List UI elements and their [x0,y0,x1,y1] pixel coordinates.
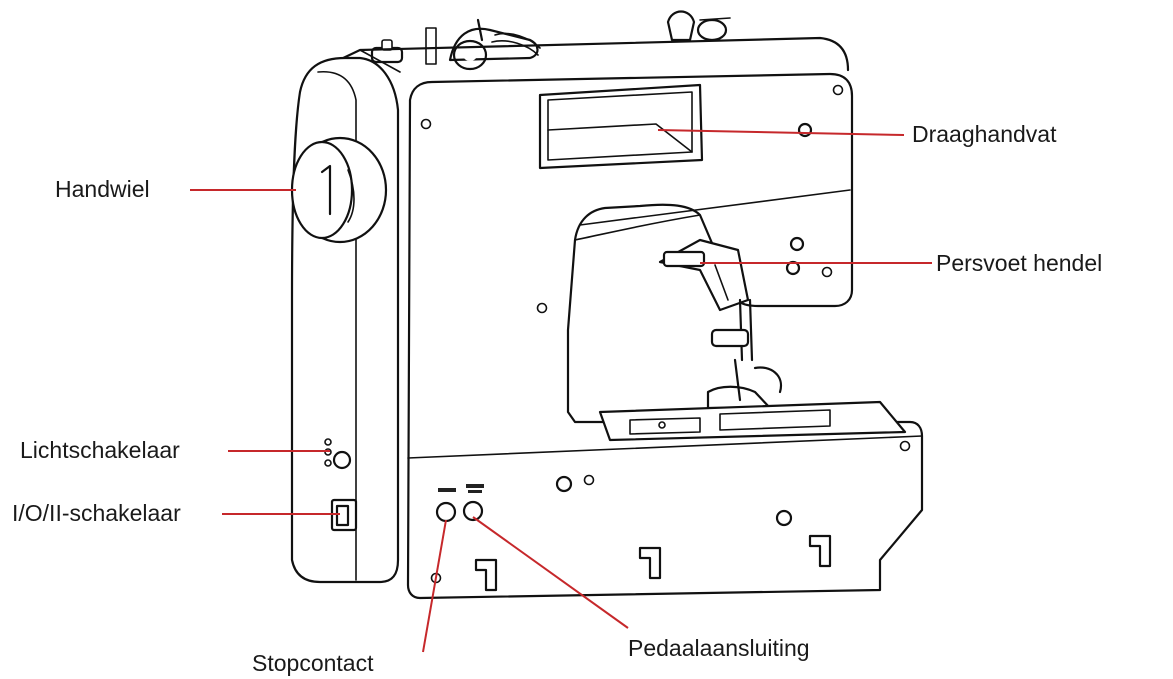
labels: Handwiel Draaghandvat Persvoet hendel Li… [12,121,1102,676]
base-feet [474,534,832,592]
carry-handle [538,83,704,170]
pedal-socket [462,484,484,522]
sewing-machine-illustration [290,10,924,600]
leader-lines [190,129,932,653]
label-io-schakelaar: I/O/II-schakelaar [12,500,181,526]
label-persvoet-hendel: Persvoet hendel [936,250,1102,276]
presser-foot-lever [658,238,783,410]
label-draaghandvat: Draaghandvat [912,121,1057,147]
light-switch [324,438,352,470]
leader-pedaalaansluiting [472,516,629,629]
power-switch [330,498,358,532]
label-lichtschakelaar: Lichtschakelaar [20,437,180,463]
label-stopcontact: Stopcontact [252,650,374,676]
top-accessories [370,10,731,71]
label-pedaalaansluiting: Pedaalaansluiting [628,635,810,661]
leader-draaghandvat [657,129,905,136]
needle-plate [598,400,907,442]
label-handwiel: Handwiel [55,176,150,202]
leader-stopcontact [422,519,447,653]
handwheel [290,136,388,244]
